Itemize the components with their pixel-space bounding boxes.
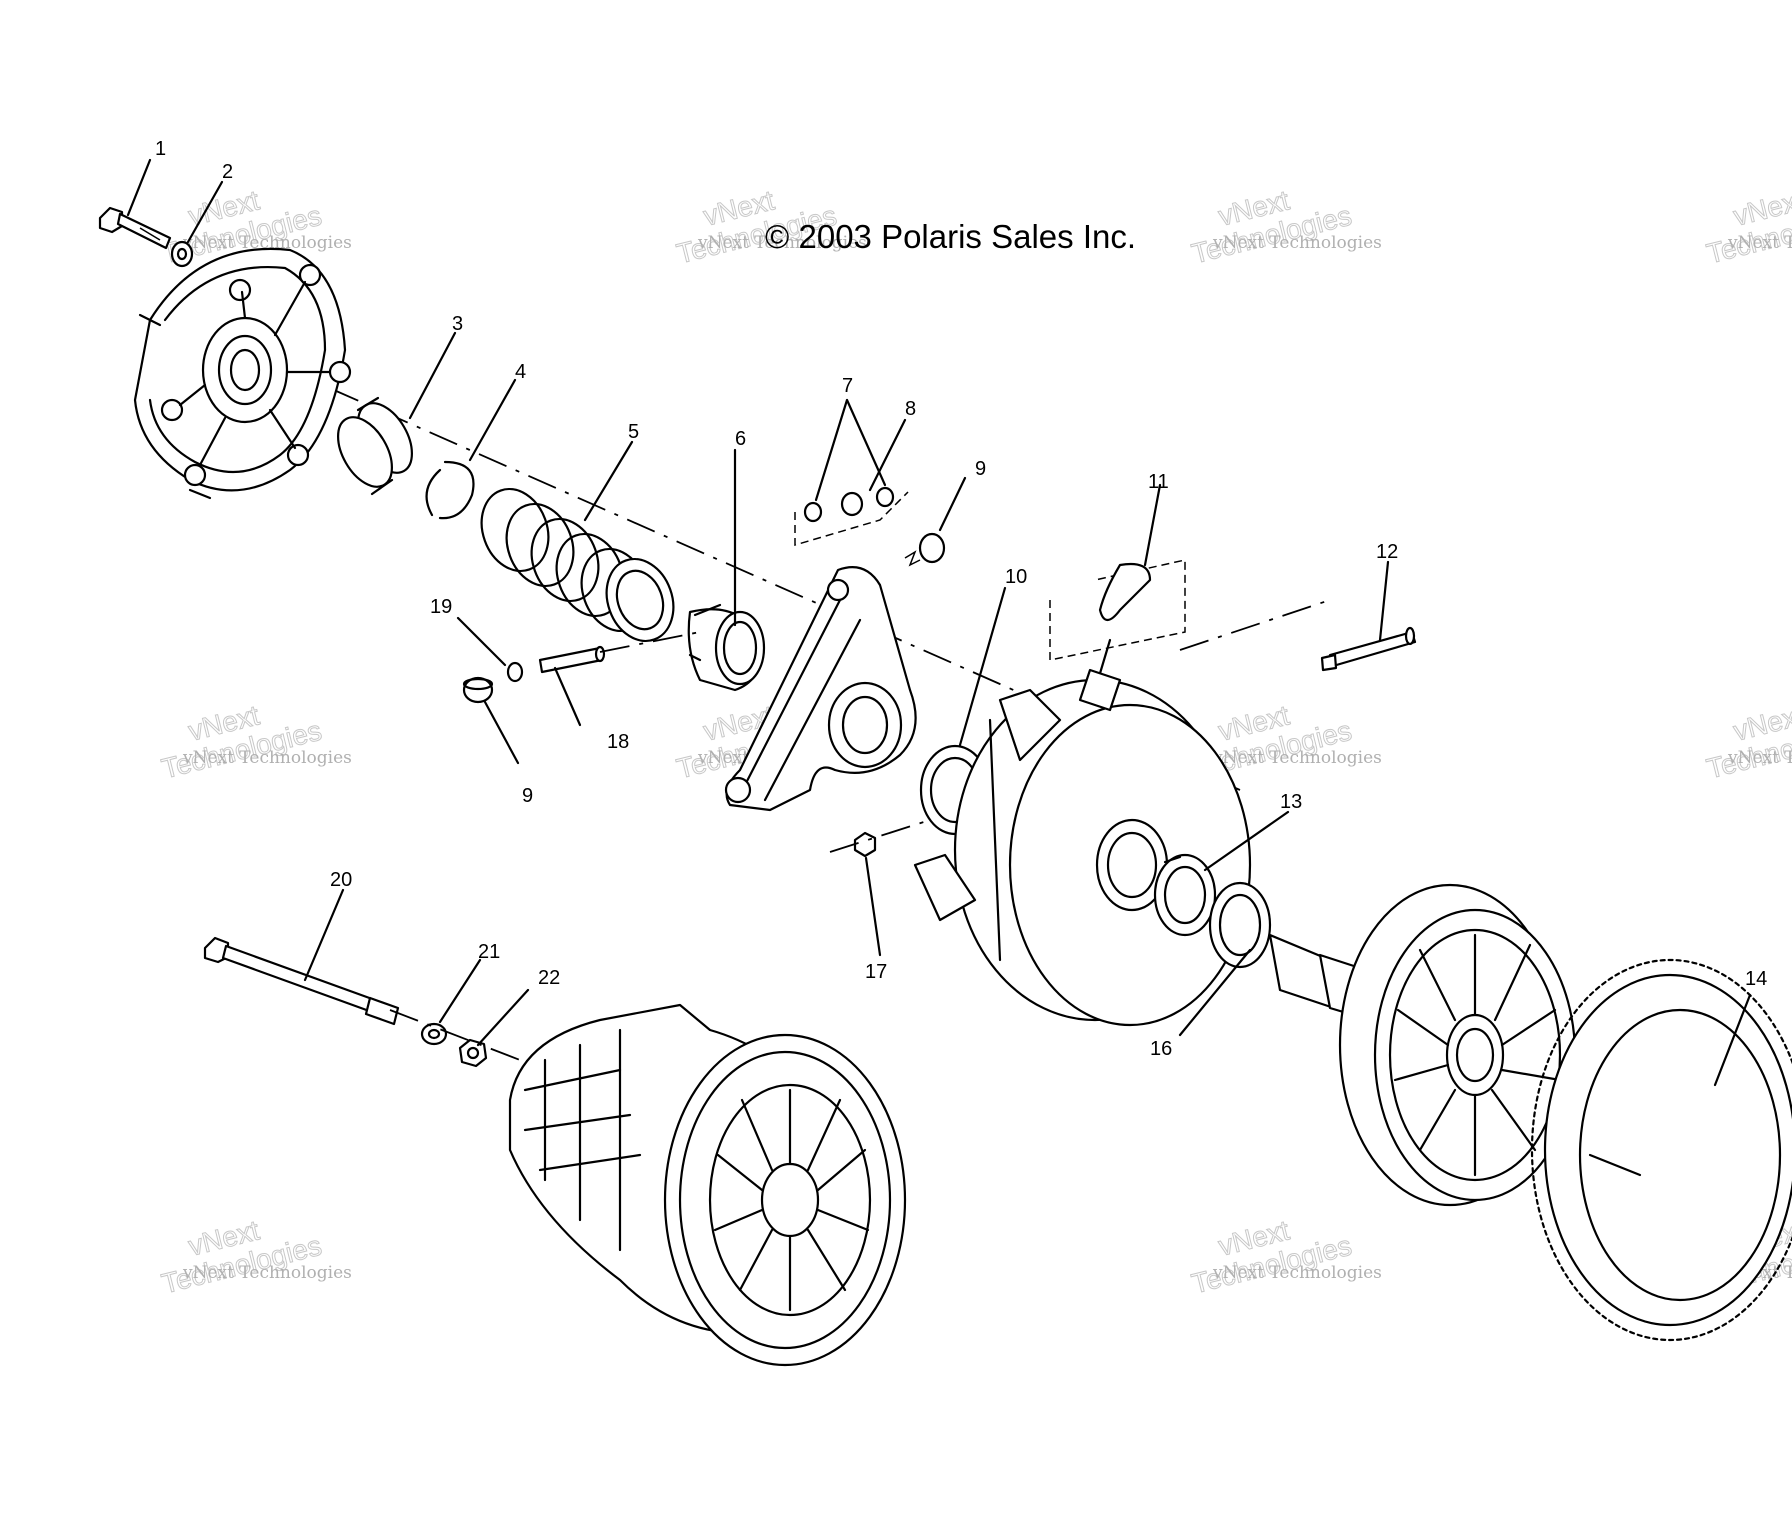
- part-14-ring-gear: [1530, 958, 1792, 1342]
- callout-8: 8: [905, 398, 916, 420]
- callout-4: 4: [515, 361, 526, 383]
- nut-centerline: [829, 819, 931, 853]
- assembly-centerline-2: [1179, 599, 1331, 651]
- copyright-caption: © 2003 Polaris Sales Inc.: [765, 218, 1136, 255]
- part-17-nut: [853, 831, 877, 858]
- callout-16: 16: [1150, 1038, 1172, 1060]
- callout-9-top: 9: [975, 458, 986, 480]
- part-18-pin: [538, 645, 606, 674]
- callout-5: 5: [628, 421, 639, 443]
- part-4-snap-ring: [425, 460, 475, 520]
- fixed-sheave: [1268, 883, 1577, 1207]
- drive-clutch-assembly: [508, 1003, 907, 1367]
- callout-6: 6: [735, 428, 746, 450]
- part-12-pin: [1320, 626, 1417, 672]
- part-3-bushing: [336, 396, 414, 496]
- part-9-roller-top: [904, 532, 946, 567]
- watermark-small: vNext Technologies: [1212, 1263, 1382, 1283]
- part-20-bolt: [203, 936, 400, 1026]
- watermark-small: vNext Technologies: [182, 233, 352, 253]
- callout-17: 17: [865, 961, 887, 983]
- watermark-small: vNext Technologies: [1212, 233, 1382, 253]
- callout-labels: 1 2 3 4 5 6 7 8 9 19 18 9 10 11 12 13 17…: [155, 138, 1767, 1060]
- part-21-washer: [420, 1022, 448, 1046]
- callout-3: 3: [452, 313, 463, 335]
- clutch-cover: [133, 247, 352, 500]
- watermark-small: vNext Technologies: [697, 233, 867, 253]
- callout-11: 11: [1148, 471, 1169, 493]
- part-2-washer: [170, 240, 194, 268]
- part-9-roller-bottom: [462, 676, 494, 704]
- bolt-centerline: [389, 1009, 521, 1061]
- watermark-small: vNext Technologies: [182, 1263, 352, 1283]
- callout-10: 10: [1005, 566, 1027, 588]
- part-5-spring: [480, 487, 675, 643]
- callout-19: 19: [430, 596, 452, 618]
- parts-7-8-rollers: [794, 486, 909, 547]
- leader-lines: [126, 158, 1752, 1087]
- watermark-small: vNext Technologies: [182, 748, 352, 768]
- part-19-washer: [506, 661, 524, 683]
- callout-2: 2: [222, 161, 233, 183]
- callout-20: 20: [330, 869, 352, 891]
- spider-arm: [724, 566, 917, 812]
- part-6-spring-cup: [687, 603, 766, 692]
- callout-22: 22: [538, 967, 560, 989]
- callout-9-bottom: 9: [522, 785, 533, 807]
- part-13-bushing: [1153, 853, 1217, 937]
- callout-12: 12: [1376, 541, 1398, 563]
- callout-1: 1: [155, 138, 166, 160]
- part-1-bolt: [98, 206, 172, 250]
- watermark-small: vNext Technologies: [1727, 748, 1792, 768]
- part-16-washer: [1208, 881, 1272, 969]
- callout-18: 18: [607, 731, 629, 753]
- callout-14: 14: [1745, 968, 1767, 990]
- watermark-small: vNext Technologies: [1212, 748, 1382, 768]
- part-11-bracket: [1049, 559, 1186, 682]
- part-22-nut: [458, 1038, 488, 1068]
- callout-21: 21: [478, 941, 500, 963]
- pin-centerline: [599, 631, 701, 653]
- callout-13: 13: [1280, 791, 1302, 813]
- watermark-small: vNext Technologies: [1727, 233, 1792, 253]
- callout-7: 7: [842, 375, 853, 397]
